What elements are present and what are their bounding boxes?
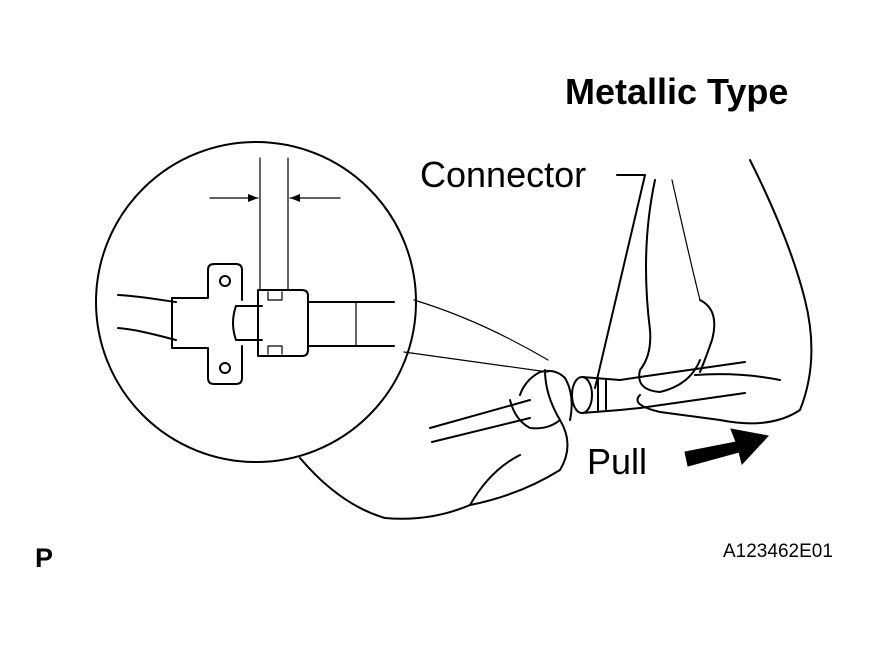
pull-label: Pull xyxy=(587,441,647,482)
connector-label: Connector xyxy=(420,154,586,195)
detail-pointer-lines xyxy=(403,299,549,373)
magnified-connector-detail-icon xyxy=(95,141,417,463)
figure-code: A123462E01 xyxy=(723,541,833,562)
pull-direction-arrow-icon xyxy=(684,428,769,467)
diagram-title: Metallic Type xyxy=(565,71,788,112)
hand-and-tube-illustration xyxy=(299,159,813,520)
corner-marker-p: P xyxy=(35,543,53,573)
connector-leader-line xyxy=(594,174,646,389)
